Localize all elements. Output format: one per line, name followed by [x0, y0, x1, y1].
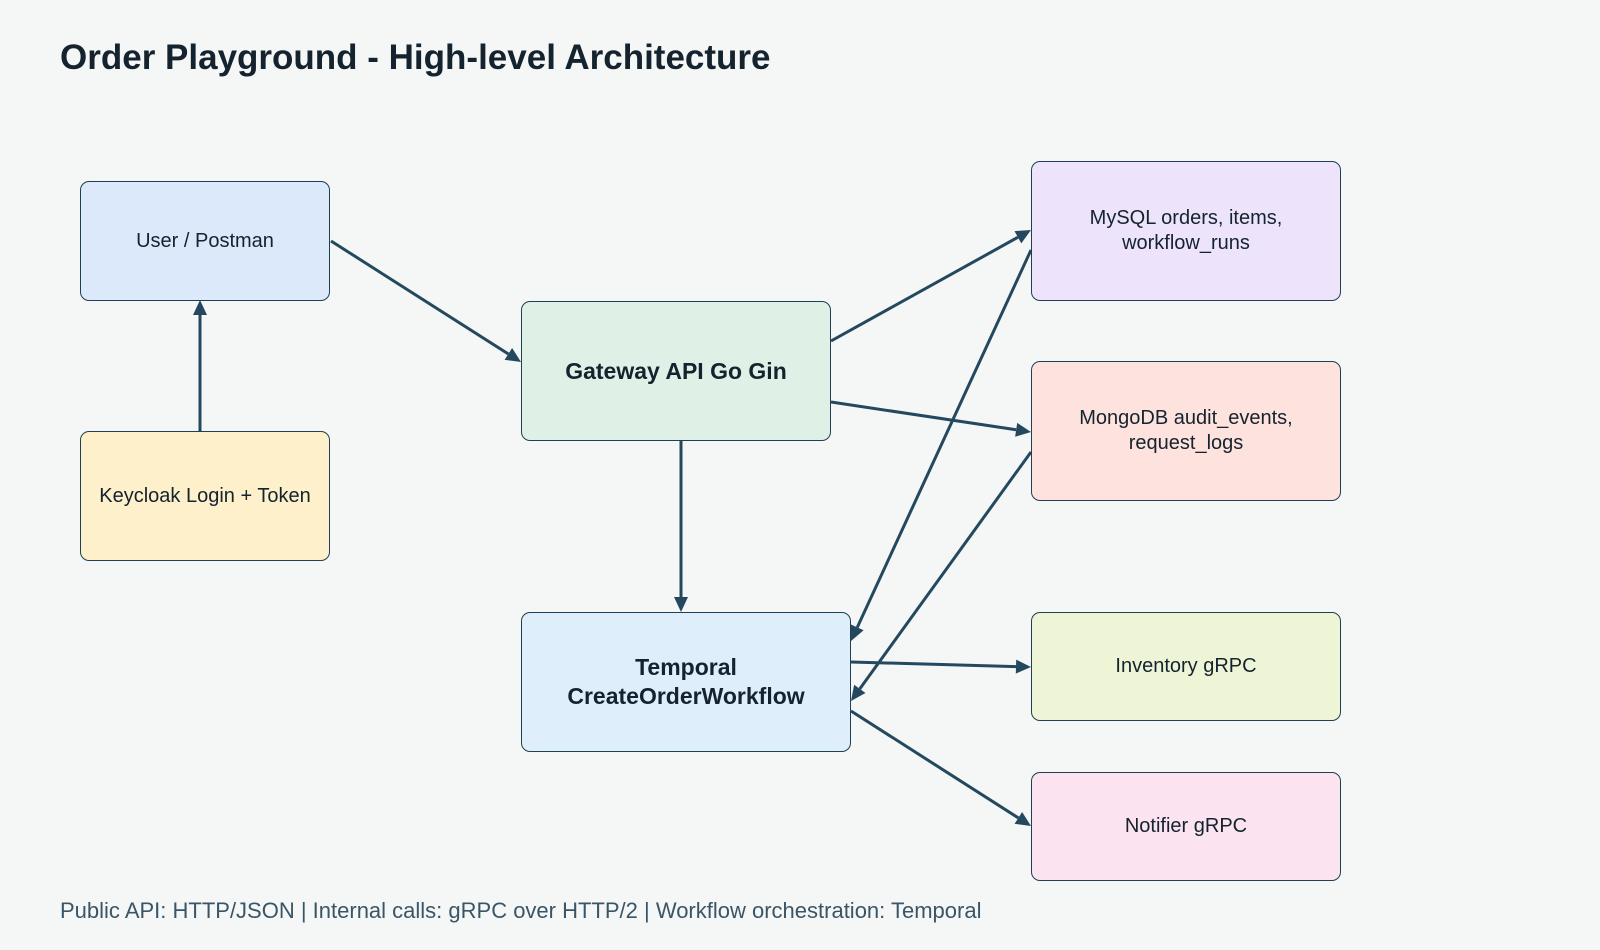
- node-user-postman[interactable]: User / Postman: [80, 181, 330, 301]
- node-mysql[interactable]: MySQL orders, items, workflow_runs: [1031, 161, 1341, 301]
- node-temporal-line1: Temporal: [635, 654, 737, 681]
- edge-line: [858, 451, 1033, 690]
- edge-temporal-to-notifier: [850, 709, 1031, 826]
- node-notifier-grpc-label: Notifier gRPC: [1124, 815, 1248, 837]
- node-user-postman-label: User / Postman: [136, 229, 274, 252]
- arrowhead-icon: [1014, 812, 1031, 826]
- edge-line: [830, 235, 1019, 343]
- edge-gateway-to-mysql: [830, 230, 1031, 343]
- arrowhead-icon: [1014, 230, 1031, 244]
- node-inventory-grpc[interactable]: Inventory gRPC: [1031, 612, 1341, 721]
- arrowhead-icon: [504, 348, 521, 362]
- arrowhead-icon: [850, 624, 864, 641]
- edge-mysql-to-temporal: [850, 249, 1033, 641]
- arrowhead-icon: [1015, 422, 1031, 437]
- arrowhead-icon: [193, 300, 207, 315]
- node-gateway-api[interactable]: Gateway API Go Gin: [521, 301, 831, 441]
- edge-temporal-to-inventory: [850, 659, 1031, 674]
- node-mysql-line1: MySQL orders, items,: [1089, 207, 1283, 229]
- edge-line: [850, 660, 1017, 669]
- arrowhead-icon: [1015, 659, 1031, 674]
- edge-gateway-to-temporal: [674, 441, 688, 612]
- edge-mongo-to-temporal: [851, 451, 1033, 701]
- arrowhead-icon: [851, 684, 866, 701]
- node-gateway-api-label: Gateway API Go Gin: [565, 357, 787, 384]
- edge-user-to-gateway: [330, 239, 521, 362]
- node-mongodb-line1: MongoDB audit_events,: [1079, 407, 1293, 429]
- node-mongodb-line2: request_logs: [1128, 432, 1244, 454]
- edge-line: [830, 400, 1017, 432]
- edge-line: [855, 249, 1033, 629]
- footer-note: Public API: HTTP/JSON | Internal calls: …: [60, 898, 982, 923]
- node-keycloak[interactable]: Keycloak Login + Token: [80, 431, 330, 561]
- node-notifier-grpc[interactable]: Notifier gRPC: [1031, 772, 1341, 881]
- edge-gateway-to-mongo: [830, 400, 1031, 437]
- edge-keycloak-to-user: [193, 300, 207, 431]
- node-keycloak-label: Keycloak Login + Token: [99, 484, 311, 507]
- node-mongodb[interactable]: MongoDB audit_events, request_logs: [1031, 361, 1341, 501]
- diagram-title: Order Playground - High-level Architectu…: [60, 38, 771, 77]
- edge-line: [330, 239, 510, 356]
- edge-line: [850, 709, 1020, 820]
- node-mysql-line2: workflow_runs: [1122, 232, 1250, 254]
- node-temporal-line2: CreateOrderWorkflow: [567, 683, 805, 709]
- node-inventory-grpc-label: Inventory gRPC: [1115, 655, 1257, 677]
- node-temporal-workflow[interactable]: Temporal CreateOrderWorkflow: [521, 612, 851, 752]
- arrowhead-icon: [674, 597, 688, 612]
